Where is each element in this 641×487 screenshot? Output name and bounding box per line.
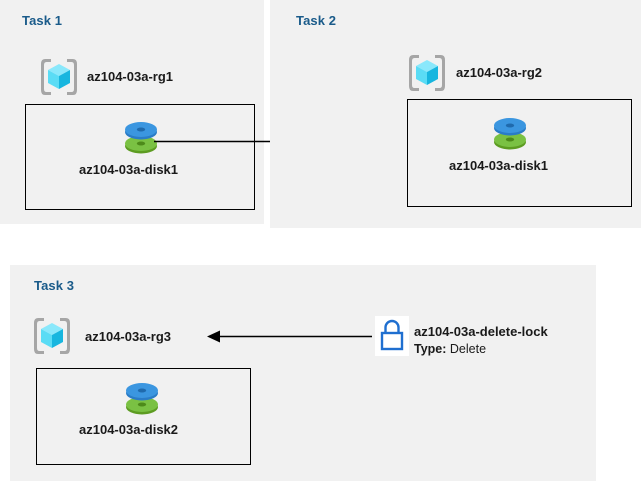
task3-panel xyxy=(10,265,596,481)
task1-disk-label: az104-03a-disk1 xyxy=(79,162,179,177)
task2-resource-box xyxy=(407,99,632,207)
resource-group-icon xyxy=(405,52,449,94)
managed-disk-icon xyxy=(120,375,164,417)
task1-heading: Task 1 xyxy=(22,13,63,28)
task3-resource-box xyxy=(36,368,251,465)
task3-rg-label: az104-03a-rg3 xyxy=(85,329,171,344)
task2-heading: Task 2 xyxy=(296,13,337,28)
resource-group-icon xyxy=(30,315,74,357)
resource-group-icon xyxy=(37,56,81,98)
lock-icon xyxy=(375,316,409,356)
lock-type-row: Type: Delete xyxy=(414,342,486,356)
lock-label: az104-03a-delete-lock xyxy=(414,324,548,339)
task3-heading: Task 3 xyxy=(34,278,75,293)
lock-type-key: Type: xyxy=(414,342,447,356)
managed-disk-icon xyxy=(488,110,532,152)
task2-panel xyxy=(270,0,641,228)
task2-rg-label: az104-03a-rg2 xyxy=(456,65,542,80)
task3-disk-label: az104-03a-disk2 xyxy=(79,422,179,437)
lock-connector xyxy=(206,328,372,346)
task1-panel xyxy=(0,0,264,224)
task1-rg-label: az104-03a-rg1 xyxy=(87,69,173,84)
task2-disk-label: az104-03a-disk1 xyxy=(449,158,549,173)
task1-resource-box xyxy=(25,104,255,210)
lock-type-value: Delete xyxy=(449,342,487,356)
managed-disk-icon xyxy=(119,114,163,156)
